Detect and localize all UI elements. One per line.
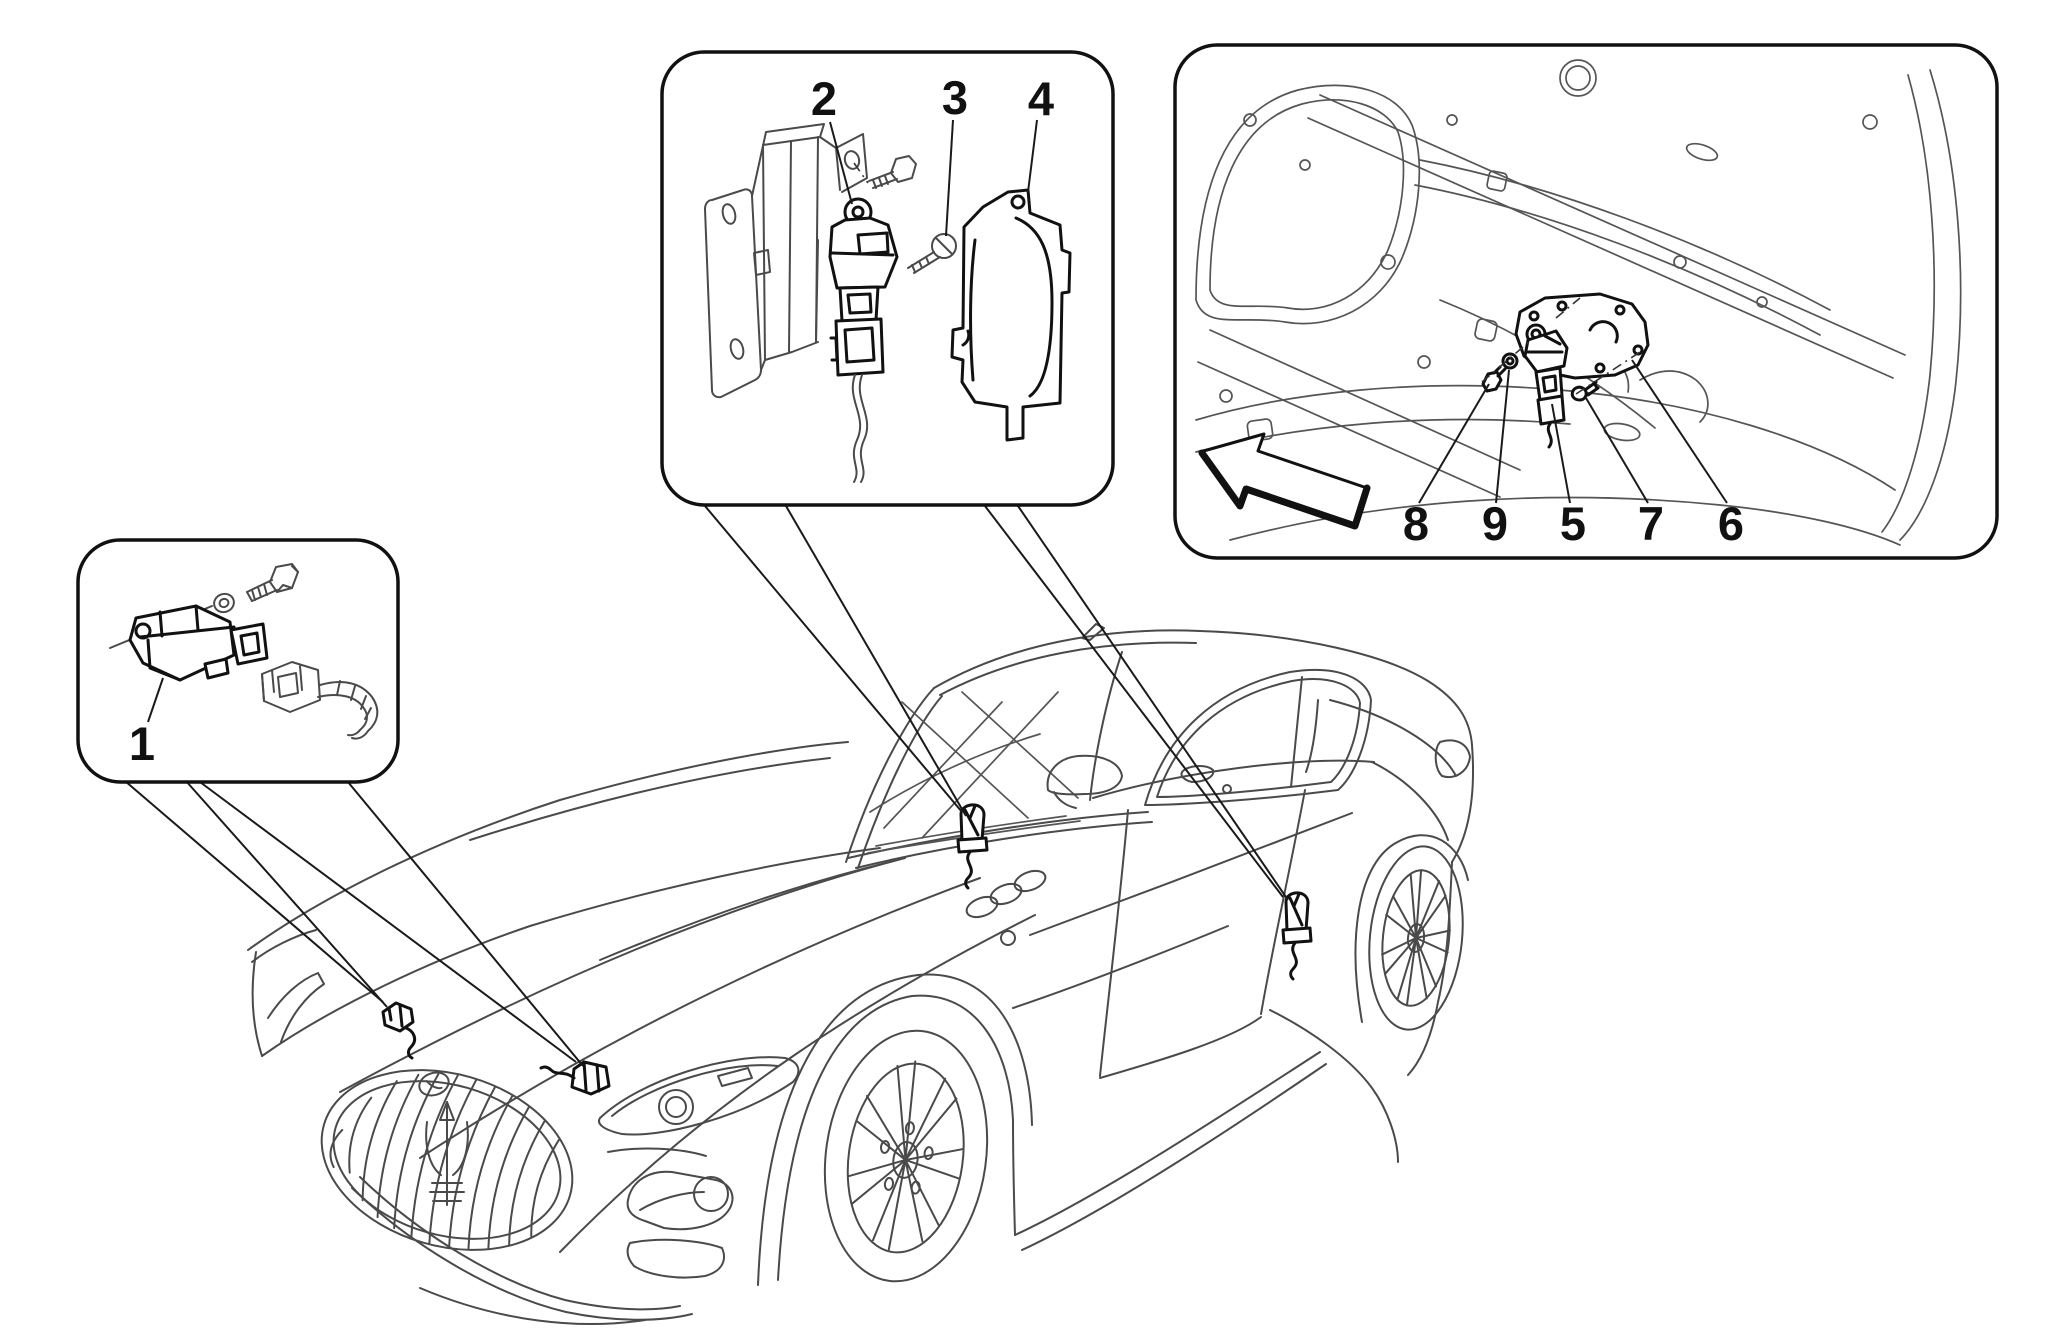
part-label-2: 2 — [811, 72, 837, 125]
bracket-bolt-icon — [853, 155, 917, 189]
hood-badge — [418, 1071, 450, 1097]
door-crash-sensor-icon — [1281, 891, 1313, 981]
part-label-5: 5 — [1560, 497, 1586, 550]
front-grille — [320, 1069, 574, 1251]
part-label-7: 7 — [1638, 497, 1664, 550]
cowl-crash-sensor-icon — [956, 803, 989, 890]
callout-door-sensor-detail: 8 9 5 7 6 — [1173, 43, 1999, 560]
sensor-screw-icon — [907, 233, 957, 274]
part-label-3: 3 — [942, 71, 968, 124]
part-label-8: 8 — [1403, 497, 1429, 550]
mounting-bracket-icon — [704, 123, 868, 399]
bolt-icon — [246, 563, 299, 602]
door-sensor-assembly — [1481, 292, 1650, 449]
part-label-4: 4 — [1028, 72, 1054, 125]
side-mirror — [1046, 754, 1123, 809]
fender-vents — [965, 869, 1047, 946]
front-impact-sensor-icon — [128, 604, 269, 682]
washer-icon — [213, 592, 235, 614]
part-label-6: 6 — [1718, 497, 1744, 550]
callout-bracket-sensor-detail: 2 3 4 — [660, 50, 1115, 507]
callout-front-sensor-detail: 1 — [76, 538, 400, 784]
car-illustration — [247, 623, 1475, 1325]
part-label-9: 9 — [1482, 497, 1508, 550]
headlight — [598, 1056, 800, 1136]
trident-emblem — [425, 1101, 469, 1206]
washer-icon — [1501, 352, 1519, 370]
sensor-cover-plate-icon — [950, 188, 1072, 442]
part-label-1: 1 — [129, 717, 155, 770]
rear-wheel — [1368, 845, 1464, 1031]
front-wheel — [823, 1029, 989, 1283]
connector-pigtail-icon — [261, 661, 379, 740]
side-windows — [1144, 668, 1372, 806]
bracket-crash-sensor-icon — [828, 197, 899, 483]
front-left-crash-sensor-icon — [381, 1001, 417, 1060]
front-right-crash-sensor-icon — [539, 1060, 611, 1096]
direction-arrow-left-icon — [1198, 432, 1371, 530]
leader-lines — [124, 505, 1289, 1067]
fog-lamp — [607, 1147, 734, 1279]
